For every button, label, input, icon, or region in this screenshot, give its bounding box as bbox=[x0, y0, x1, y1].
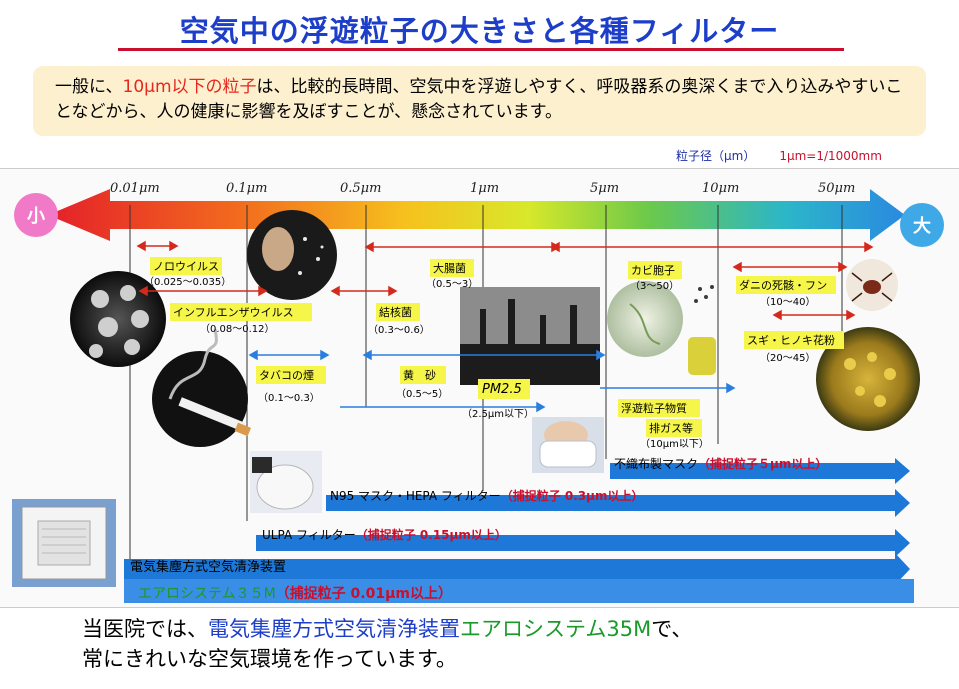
red-range-arrows bbox=[136, 240, 874, 321]
range-norovirus: （0.025～0.035） bbox=[144, 276, 231, 288]
title-underline bbox=[118, 48, 844, 51]
small-end-circle bbox=[14, 193, 58, 237]
sneeze-image bbox=[247, 210, 337, 300]
label-tobacco: タバコの煙 bbox=[259, 369, 314, 382]
label-ulpa: ULPA フィルター（捕捉粒子 0.15μm以上） bbox=[262, 527, 507, 542]
bottom-line-2: 常にきれいな空気環境を作っています。 bbox=[82, 647, 457, 671]
filter-labels: 不織布製マスク（捕捉粒子５μm以上） N95 マスク・HEPA フィルター（捕捉… bbox=[130, 456, 827, 602]
n95-mask-image bbox=[250, 451, 322, 513]
label-tuberculosis: 結核菌 bbox=[379, 305, 412, 319]
tick-label: 5μm bbox=[590, 181, 619, 196]
small-label: 小 bbox=[27, 206, 45, 227]
range-tobacco: （0.1～0.3） bbox=[258, 392, 320, 404]
label-mold: カビ胞子 bbox=[631, 264, 675, 277]
label-n95-hepa: N95 マスク・HEPA フィルター（捕捉粒子 0.3μm以上） bbox=[330, 488, 643, 503]
range-mold: （3～50） bbox=[630, 280, 679, 292]
aero-device-image bbox=[12, 499, 116, 587]
bottom-product-name: エアロシステム35M bbox=[460, 617, 652, 641]
bottom-text-1: 当医院では、 bbox=[82, 617, 208, 641]
mite-image bbox=[846, 259, 898, 311]
range-ecoli: （0.5～3） bbox=[426, 278, 478, 290]
unit-line: 粒子径（μm） 1μm=1/1000mm bbox=[676, 147, 882, 164]
note-text-1: 一般に、 bbox=[55, 77, 123, 97]
filter-arrows bbox=[124, 458, 914, 603]
bottom-message: 当医院では、電気集塵方式空気清浄装置エアロシステム35Mで、 常にきれいな空気環… bbox=[82, 614, 692, 674]
label-mites: ダニの死骸・フン bbox=[739, 278, 827, 292]
unit-label: 粒子径（μm） bbox=[676, 149, 756, 163]
note-text-2: は、比較的長時間、空気中を浮遊しやすく、呼吸器系の奥深くまで入り込みやすいことな… bbox=[55, 77, 903, 122]
label-norovirus: ノロウイルス bbox=[153, 260, 219, 273]
size-scale-arrow bbox=[48, 189, 905, 241]
range-influenza: （0.08～0.12） bbox=[200, 323, 275, 335]
range-tuberculosis: （0.3～0.6） bbox=[368, 324, 430, 336]
virus-image bbox=[70, 271, 166, 367]
large-end-circle bbox=[900, 203, 944, 247]
label-influenza: インフルエンザウイルス bbox=[173, 306, 294, 319]
particle-size-diagram: 小 大 0.01μm 0.1μm 0.5μm 1μm 5μm 10μm 50μm bbox=[12, 181, 944, 603]
bottom-line-1: 当医院では、電気集塵方式空気清浄装置エアロシステム35Mで、 bbox=[82, 614, 692, 644]
diagram-panel: 小 大 0.01μm 0.1μm 0.5μm 1μm 5μm 10μm 50μm bbox=[0, 168, 959, 608]
mold-spore-image bbox=[607, 281, 716, 375]
range-pm25: （2.5μm以下） bbox=[462, 408, 534, 420]
tick-label: 1μm bbox=[470, 181, 499, 196]
label-exhaust-gas: 排ガス等 bbox=[649, 421, 693, 435]
unit-conversion: 1μm=1/1000mm bbox=[779, 149, 882, 163]
info-note: 一般に、10μm以下の粒子は、比較的長時間、空気中を浮遊しやすく、呼吸器系の奥深… bbox=[33, 66, 926, 136]
bottom-text-2: で、 bbox=[651, 617, 693, 641]
label-floating-particles: 浮遊粒子物質 bbox=[621, 401, 687, 415]
tick-label: 50μm bbox=[818, 181, 855, 196]
large-label: 大 bbox=[913, 215, 931, 237]
label-pm25: PM2.5 bbox=[482, 382, 522, 397]
label-yellow-sand: 黄 砂 bbox=[403, 368, 436, 382]
tick-label: 10μm bbox=[702, 181, 739, 196]
page-title: 空気中の浮遊粒子の大きさと各種フィルター bbox=[179, 14, 780, 48]
bottom-device-name: 電気集塵方式空気清浄装置 bbox=[208, 617, 460, 641]
pollen-image bbox=[816, 327, 920, 431]
range-pollen: （20～45） bbox=[760, 352, 815, 364]
tick-label: 0.5μm bbox=[340, 181, 381, 196]
label-ecoli: 大腸菌 bbox=[433, 261, 466, 275]
range-yellow-sand: （0.5～5） bbox=[396, 388, 448, 400]
note-highlight: 10μm以下の粒子 bbox=[122, 77, 257, 97]
factory-smoke-image bbox=[460, 287, 600, 385]
masked-woman-image bbox=[532, 417, 604, 473]
tick-label: 0.01μm bbox=[110, 181, 160, 196]
label-nonwoven-mask: 不織布製マスク（捕捉粒子５μm以上） bbox=[614, 456, 827, 471]
cigarette-image bbox=[152, 328, 251, 447]
label-aero-system: エアロシステム３５M（捕捉粒子 0.01μm以上） bbox=[138, 585, 452, 602]
range-mites: （10～40） bbox=[760, 296, 815, 308]
range-floating-particles: （10μm以下） bbox=[640, 438, 709, 450]
tick-label: 0.1μm bbox=[226, 181, 267, 196]
label-pollen: スギ・ヒノキ花粉 bbox=[747, 334, 835, 347]
label-electric-dust-collector: 電気集塵方式空気清浄装置 bbox=[130, 559, 286, 575]
blue-range-arrows bbox=[248, 349, 736, 413]
particle-labels: ノロウイルス （0.025～0.035） インフルエンザウイルス （0.08～0… bbox=[144, 257, 844, 450]
